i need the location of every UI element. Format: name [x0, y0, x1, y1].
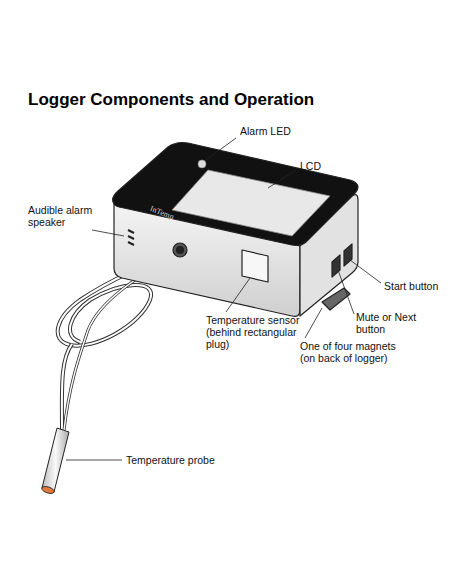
part-label: Mute or Next button [356, 311, 436, 335]
title: Logger Components and Operation [28, 90, 314, 110]
temperature-probe [41, 428, 69, 495]
part-label: Temperature probe [126, 454, 246, 466]
part-label: One of four magnets (on back of logger) [300, 340, 400, 364]
part-label: LCD [300, 160, 350, 172]
part-label: Alarm LED [240, 125, 320, 137]
part-label: Audible alarm speaker [28, 204, 98, 228]
leader-lines [66, 138, 381, 460]
part-label: Temperature sensor (behind rectangular p… [206, 314, 302, 350]
part-label: Start button [384, 280, 448, 292]
logger-body [113, 143, 358, 317]
